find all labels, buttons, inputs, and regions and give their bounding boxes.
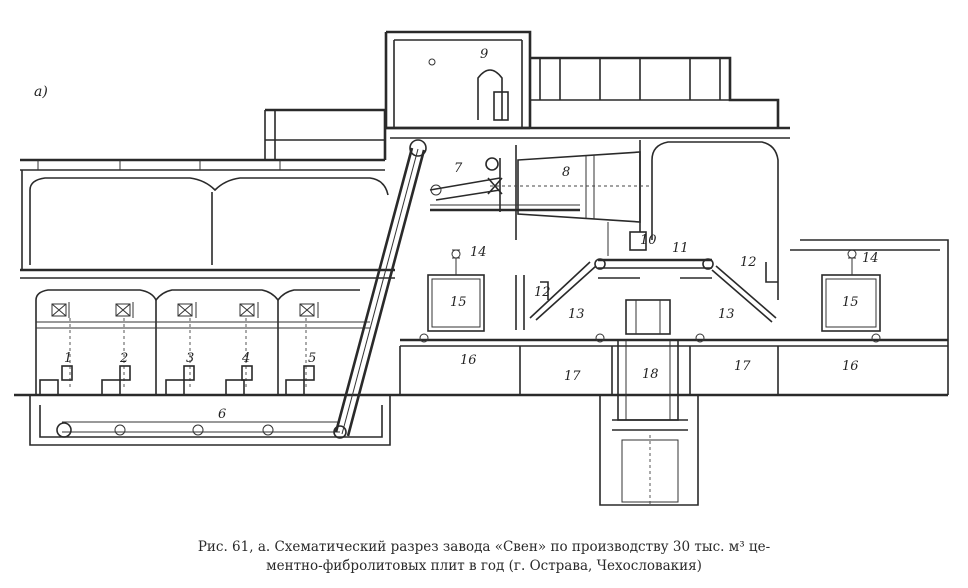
label-16-right: 16 <box>842 359 859 374</box>
right-upper-building <box>386 56 790 330</box>
label-10: 10 <box>640 233 657 248</box>
label-13-left: 13 <box>568 307 585 322</box>
carts <box>427 239 949 395</box>
label-1: 1 <box>64 351 72 366</box>
label-12-left: 12 <box>534 285 551 300</box>
caption-line-2: ментно-фибролитовых плит в год (г. Остра… <box>266 558 702 574</box>
left-building <box>14 108 410 446</box>
label-16-left: 16 <box>460 353 477 368</box>
forming-station <box>529 222 778 323</box>
label-4: 4 <box>241 351 250 366</box>
label-13-right: 13 <box>718 307 735 322</box>
hopper-tower <box>384 30 532 130</box>
figure-caption: Рис. 61, а. Схематический разрез завода … <box>0 538 968 576</box>
label-12-right: 12 <box>740 255 757 270</box>
label-2: 2 <box>119 351 128 366</box>
label-8: 8 <box>562 165 570 180</box>
label-14-left: 14 <box>470 245 487 260</box>
label-3: 3 <box>186 351 194 366</box>
label-14-right: 14 <box>862 251 879 266</box>
label-6: 6 <box>218 407 226 422</box>
label-18: 18 <box>642 367 659 382</box>
label-7: 7 <box>454 161 463 176</box>
panel-label: а) <box>34 84 48 100</box>
label-17-left: 17 <box>564 369 581 384</box>
inclined-conveyor <box>334 139 427 437</box>
label-11: 11 <box>672 241 689 256</box>
label-9: 9 <box>480 47 488 62</box>
label-15-right: 15 <box>842 295 859 310</box>
label-5: 5 <box>308 351 316 366</box>
lower-level <box>399 299 948 506</box>
plant-section-drawing: а) <box>14 30 949 506</box>
mixer-drum <box>429 151 652 223</box>
label-17-right: 17 <box>734 359 751 374</box>
caption-line-1: Рис. 61, а. Схематический разрез завода … <box>197 539 771 555</box>
label-15-left: 15 <box>450 295 467 310</box>
callout-numbers: 1 2 3 4 5 6 7 8 9 10 11 12 12 13 13 14 1… <box>64 47 879 422</box>
